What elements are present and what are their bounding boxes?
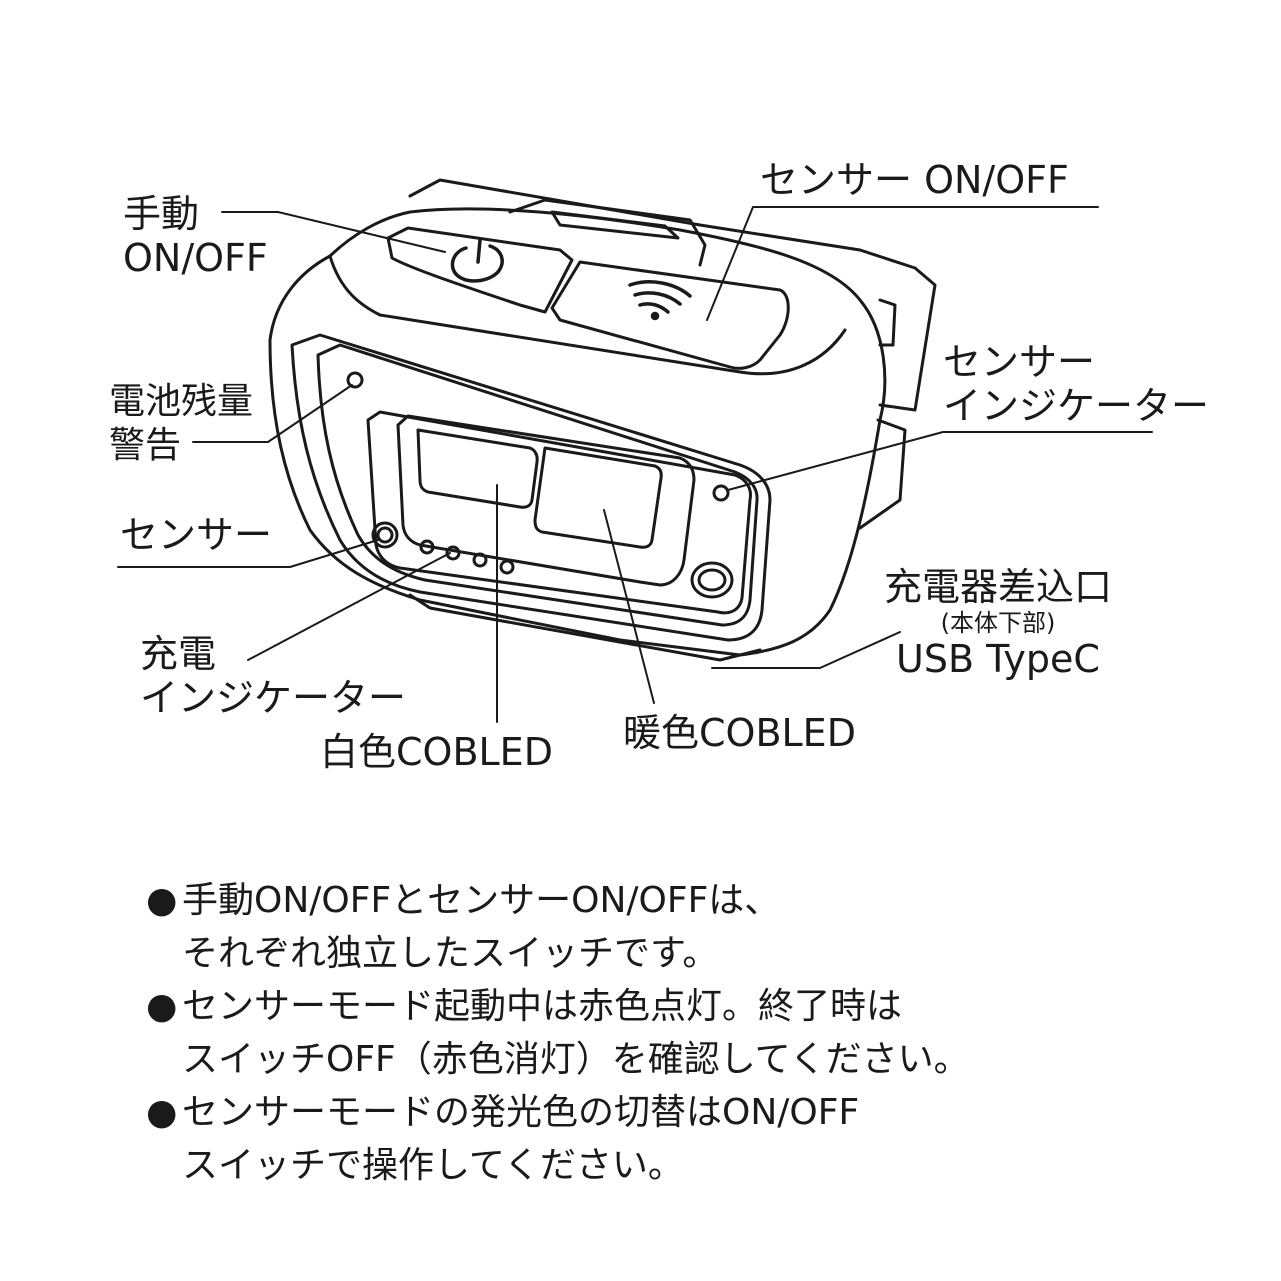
notes-list: ● 手動ON/OFFとセンサーON/OFFは、 それぞれ独立したスイッチです。 … bbox=[146, 874, 1146, 1192]
note-item: ● センサーモードの発光色の切替はON/OFF スイッチで操作してください。 bbox=[146, 1086, 1146, 1192]
leader-sensor-onoff bbox=[706, 206, 1099, 321]
power-icon bbox=[450, 238, 504, 283]
sensor-indicator-led bbox=[712, 484, 730, 502]
leader-battery-warning bbox=[192, 384, 353, 443]
leader-warm-cob bbox=[603, 509, 655, 704]
lens-window-inner bbox=[396, 414, 696, 587]
leader-lines bbox=[117, 206, 1153, 723]
charger-port bbox=[690, 561, 734, 599]
body-outline bbox=[268, 207, 887, 657]
leader-sensor-indicator bbox=[727, 431, 1153, 491]
leader-charger-port bbox=[711, 631, 901, 669]
label-charger-port: 充電器差込口 (本体下部) USB TypeC bbox=[883, 565, 1112, 681]
leader-charge-indicator bbox=[247, 552, 451, 661]
lens-window-outer bbox=[366, 410, 752, 615]
top-clip bbox=[508, 198, 707, 267]
bottom-lip bbox=[408, 593, 762, 662]
wave-sensor-icon bbox=[628, 280, 692, 321]
sensor-lens bbox=[371, 521, 399, 549]
sensor-button-outline bbox=[550, 260, 790, 370]
note-item: ● センサーモード起動中は赤色点灯。終了時は スイッチOFF（赤色消灯）を確認し… bbox=[146, 980, 1146, 1086]
warm-cob-led-shape bbox=[533, 446, 663, 549]
label-manual-onoff: 手動 ON/OFF bbox=[123, 192, 268, 280]
rear-bump bbox=[858, 418, 907, 530]
bullet-icon: ● bbox=[146, 986, 178, 1027]
leader-sensor bbox=[117, 539, 379, 568]
top-surface-edge bbox=[328, 254, 847, 376]
front-panel-inner bbox=[316, 343, 759, 627]
power-button-outline bbox=[386, 226, 574, 314]
label-battery-warning: 電池残量 警告 bbox=[109, 381, 254, 466]
leader-manual-onoff bbox=[221, 211, 446, 253]
strap-side bbox=[878, 298, 897, 347]
label-sensor-onoff: センサー ON/OFF bbox=[760, 158, 1069, 202]
label-white-cob: 白色COBLED bbox=[320, 730, 553, 774]
label-charge-indicator: 充電 インジケーター bbox=[140, 632, 407, 720]
bullet-icon: ● bbox=[146, 880, 178, 921]
battery-warning-led bbox=[346, 371, 364, 389]
label-warm-cob: 暖色COBLED bbox=[623, 711, 856, 755]
label-sensor-indicator: センサー インジケーター bbox=[943, 340, 1210, 428]
front-panel-outer bbox=[290, 333, 772, 642]
bullet-icon: ● bbox=[146, 1092, 178, 1133]
label-sensor: センサー bbox=[120, 513, 273, 557]
white-cob-led-shape bbox=[416, 428, 539, 509]
strap-back bbox=[408, 178, 937, 412]
charge-indicator-leds bbox=[419, 539, 515, 575]
note-item: ● 手動ON/OFFとセンサーON/OFFは、 それぞれ独立したスイッチです。 bbox=[146, 874, 1146, 980]
